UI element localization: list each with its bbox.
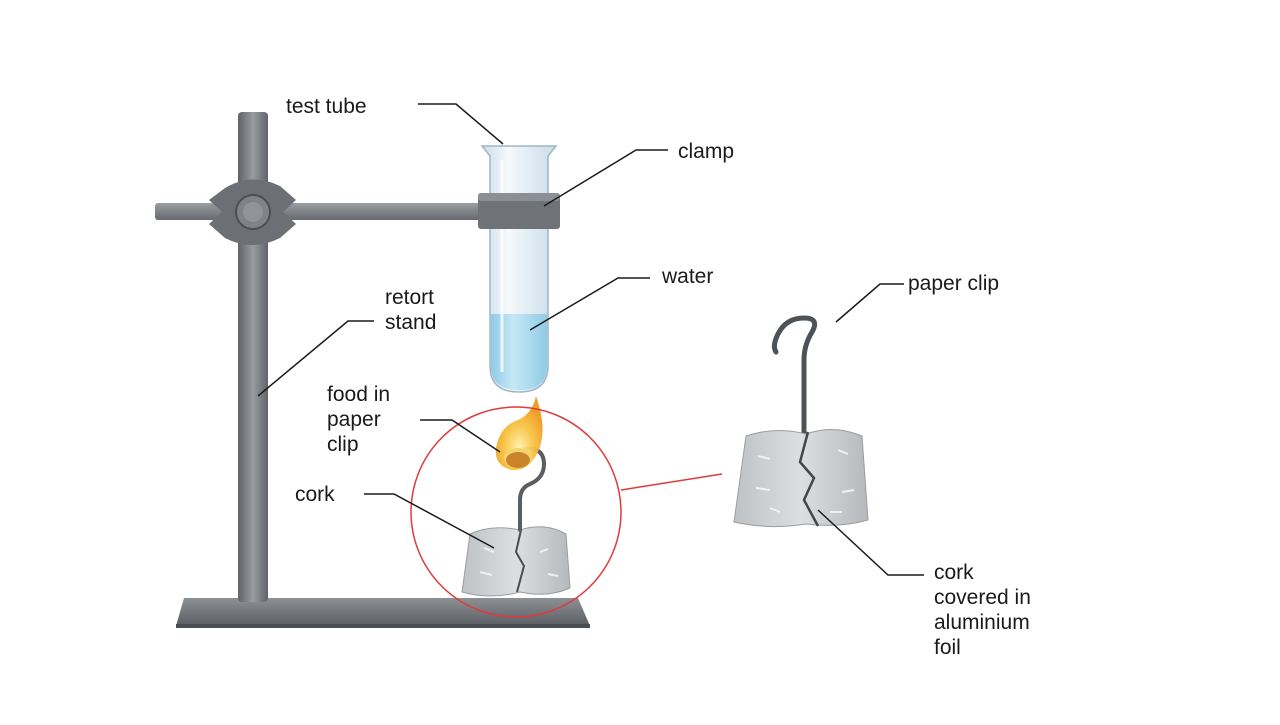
- water-in-tube: [491, 314, 547, 390]
- leader-clamp: [543, 149, 668, 207]
- leader-lines: [257, 103, 924, 576]
- enlarged-cork: [733, 429, 869, 528]
- label-food-line1: food in: [327, 383, 391, 406]
- label-retort-stand: retort stand: [385, 285, 436, 335]
- label-cork-covered-line1: cork: [934, 561, 974, 584]
- label-paper-clip: paper clip: [908, 272, 1000, 295]
- food-sample: [506, 452, 530, 468]
- label-cork-covered-line4: foil: [934, 636, 961, 659]
- label-food-in-paper-clip: food in paper clip: [327, 382, 390, 457]
- leader-paper-clip: [835, 283, 904, 323]
- stand-base: [176, 598, 590, 628]
- leader-cork-covered: [817, 509, 924, 576]
- label-food-line2: paper: [327, 408, 381, 431]
- test-tube: [480, 145, 558, 393]
- clamp-body: [478, 193, 560, 229]
- leader-water: [529, 277, 650, 331]
- label-food-line3: clip: [327, 433, 359, 456]
- cork-on-stand: [461, 526, 571, 597]
- label-water: water: [662, 265, 714, 288]
- magnifier-circle: [410, 406, 622, 618]
- label-test-tube: test tube: [286, 95, 367, 118]
- label-retort-stand-line2: stand: [385, 311, 437, 334]
- label-cork-covered-line3: aluminium: [934, 611, 1030, 634]
- leader-cork: [364, 493, 495, 549]
- leader-retort-stand: [257, 320, 374, 397]
- label-cork-covered-in-foil: cork covered in aluminium foil: [934, 560, 1031, 660]
- magnifier-connector: [620, 473, 723, 491]
- leader-food: [420, 419, 501, 453]
- label-cork: cork: [295, 483, 335, 506]
- label-cork-covered-line2: covered in: [934, 586, 1031, 609]
- label-clamp: clamp: [678, 140, 735, 163]
- stand-arm: [155, 203, 495, 220]
- leader-test-tube: [418, 103, 504, 145]
- enlarged-paper-clip: [771, 315, 818, 441]
- label-retort-stand-line1: retort: [385, 286, 435, 309]
- boss-head: [209, 179, 296, 245]
